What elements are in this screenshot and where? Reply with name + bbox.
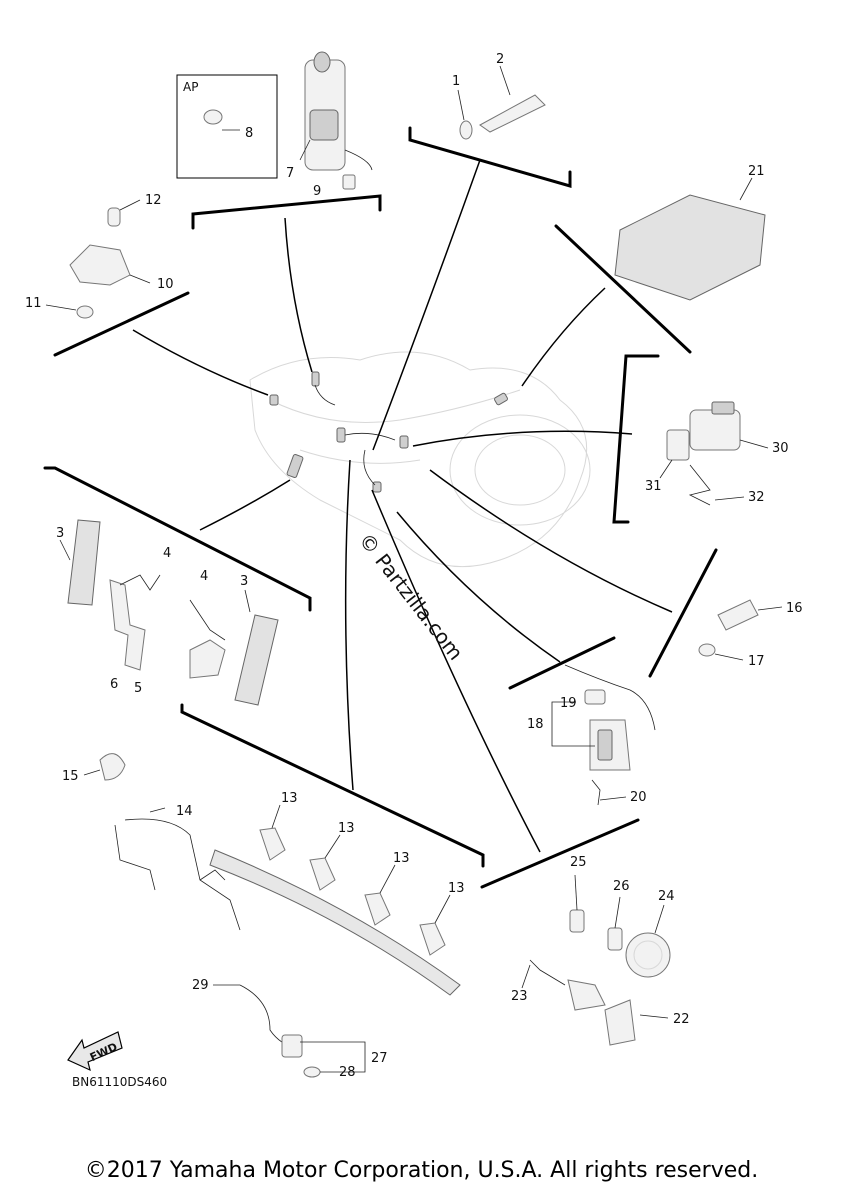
callout-1: 1 <box>452 74 460 89</box>
callout-27: 27 <box>371 1051 388 1066</box>
callout-15: 15 <box>62 769 79 784</box>
part-7-sensor <box>299 51 373 190</box>
callout-23: 23 <box>511 989 528 1004</box>
callout-9: 9 <box>313 184 321 199</box>
central-harness-parts <box>269 371 508 493</box>
callout-4a: 4 <box>163 546 171 561</box>
callout-numbers: 1 2 3 3 4 4 5 6 7 8 9 10 11 12 13 13 13 … <box>25 52 803 1080</box>
callout-16: 16 <box>786 601 803 616</box>
callout-22: 22 <box>673 1012 690 1027</box>
diagram-code: BN61110DS460 <box>72 1075 167 1089</box>
ap-label: AP <box>183 80 198 94</box>
callout-18: 18 <box>527 717 544 732</box>
callout-30: 30 <box>772 441 789 456</box>
part-16-17 <box>698 599 783 661</box>
copyright-notice: ©2017 Yamaha Motor Corporation, U.S.A. A… <box>84 1158 759 1183</box>
part-14-15 <box>83 753 241 931</box>
callout-6: 6 <box>110 677 118 692</box>
callout-3b: 3 <box>240 574 248 589</box>
callout-13a: 13 <box>281 791 298 806</box>
watermark: © Partzilla.com <box>354 528 468 664</box>
callout-10: 10 <box>157 277 174 292</box>
ap-box: AP <box>176 74 278 179</box>
callout-13c: 13 <box>393 851 410 866</box>
leader-lines <box>132 159 673 853</box>
part-22-26 <box>521 874 671 1046</box>
callout-20: 20 <box>630 790 647 805</box>
callout-7: 7 <box>286 166 294 181</box>
callout-21: 21 <box>748 164 765 179</box>
callout-3a: 3 <box>56 526 64 541</box>
callout-5: 5 <box>134 681 142 696</box>
part-30-31-32 <box>659 401 769 506</box>
part-27-28-29 <box>213 984 366 1078</box>
callout-24: 24 <box>658 889 675 904</box>
callout-28: 28 <box>339 1065 356 1080</box>
callout-2: 2 <box>496 52 504 67</box>
part-13-ignition-coils <box>209 804 461 996</box>
callout-31: 31 <box>645 479 662 494</box>
callout-13b: 13 <box>338 821 355 836</box>
part-1-2-sensor <box>457 65 546 140</box>
callout-4b: 4 <box>200 569 208 584</box>
callout-17: 17 <box>748 654 765 669</box>
callout-12: 12 <box>145 193 162 208</box>
callout-14: 14 <box>176 804 193 819</box>
part-3-6-grips-left <box>59 519 279 706</box>
fwd-arrow-icon: FWD <box>67 1031 123 1072</box>
callout-29: 29 <box>192 978 209 993</box>
assembly-brackets <box>43 126 718 889</box>
callout-32: 32 <box>748 490 765 505</box>
part-18-19-20 <box>551 664 656 806</box>
callout-26: 26 <box>613 879 630 894</box>
callout-8: 8 <box>245 126 253 141</box>
callout-11: 11 <box>25 296 42 311</box>
part-21-ecu <box>614 177 766 301</box>
central-frame-outline <box>249 351 591 568</box>
callout-25: 25 <box>570 855 587 870</box>
callout-19: 19 <box>560 696 577 711</box>
callout-13d: 13 <box>448 881 465 896</box>
part-10-11-12 <box>45 199 151 319</box>
